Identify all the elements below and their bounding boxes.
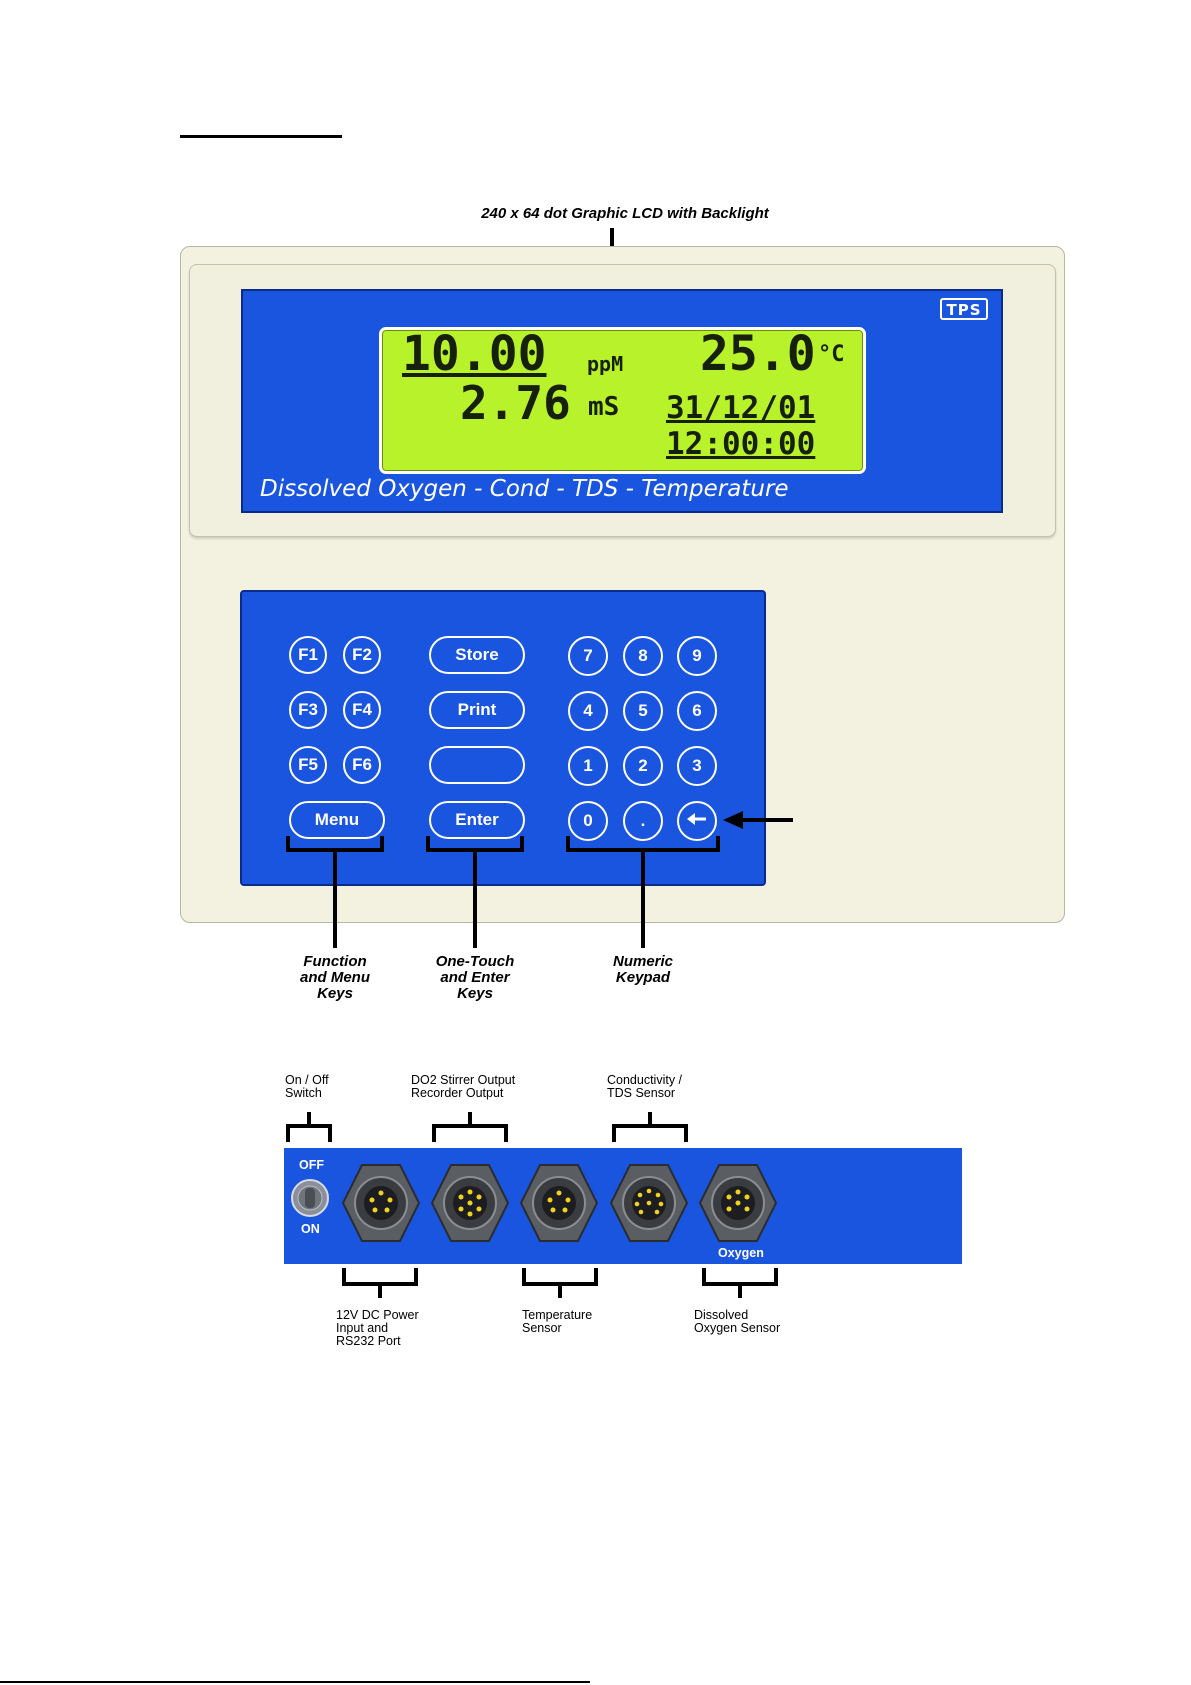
key-f6[interactable]: F6: [343, 746, 381, 784]
stirrer-recorder-connector[interactable]: [429, 1162, 511, 1244]
key-f4[interactable]: F4: [343, 691, 381, 729]
key-7[interactable]: 7: [568, 636, 608, 676]
rear-bottom-brackets: [284, 1268, 804, 1300]
rear-top-brackets: [284, 1110, 704, 1142]
backspace-pointer-arrow: [723, 810, 793, 830]
dissolved-oxygen-sensor-label: Dissolved Oxygen Sensor: [694, 1308, 781, 1335]
conductivity-tds-connector[interactable]: [608, 1162, 690, 1244]
lcd-time: 12:00:00: [666, 426, 816, 462]
on-off-switch-label: On / Off Switch: [285, 1073, 329, 1100]
backspace-key[interactable]: [677, 801, 717, 841]
key-f2[interactable]: F2: [343, 636, 381, 674]
lcd-do-value: 10.00: [402, 326, 547, 382]
lcd-screen: 10.00 ppM 25.0 °C 2.76 mS 31/12/01 12:00…: [379, 326, 866, 474]
conductivity-tds-label: Conductivity / TDS Sensor: [607, 1073, 683, 1100]
lcd-callout: 240 x 64 dot Graphic LCD with Backlight: [481, 205, 769, 222]
one-touch-enter-callout: One-Touch and Enter Keys: [435, 953, 515, 1002]
key-5[interactable]: 5: [623, 691, 663, 731]
footer-rule: [0, 1681, 590, 1683]
key-2[interactable]: 2: [623, 746, 663, 786]
key-9[interactable]: 9: [677, 636, 717, 676]
key-f3[interactable]: F3: [289, 691, 327, 729]
oxygen-port-label: Oxygen: [718, 1246, 764, 1260]
rear-connector-panel: OFF ON: [284, 1148, 962, 1264]
switch-off-label: OFF: [299, 1158, 324, 1172]
power-rs232-label: 12V DC Power Input and RS232 Port: [336, 1308, 419, 1348]
print-key[interactable]: Print: [429, 691, 525, 729]
power-rs232-connector[interactable]: [340, 1162, 422, 1244]
left-arrow-icon: [686, 811, 708, 831]
power-toggle-switch[interactable]: [290, 1178, 330, 1218]
numeric-keypad-callout: Numeric Keypad: [612, 953, 674, 986]
heading-underline: [180, 135, 342, 138]
keypad-panel: F1 F2 F3 F4 F5 F6 Menu Store Print Enter…: [240, 590, 766, 886]
key-decimal[interactable]: .: [623, 801, 663, 841]
key-6[interactable]: 6: [677, 691, 717, 731]
lcd-temperature: 25.0: [700, 326, 816, 382]
enter-key[interactable]: Enter: [429, 801, 525, 839]
stirrer-recorder-label: DO2 Stirrer Output Recorder Output: [411, 1073, 516, 1100]
key-group-brackets: [280, 836, 730, 948]
menu-key[interactable]: Menu: [289, 801, 385, 839]
key-3[interactable]: 3: [677, 746, 717, 786]
key-f1[interactable]: F1: [289, 636, 327, 674]
temperature-sensor-label: Temperature Sensor: [522, 1308, 593, 1335]
switch-on-label: ON: [301, 1222, 320, 1236]
brand-logo: TPS: [940, 298, 988, 320]
key-f5[interactable]: F5: [289, 746, 327, 784]
lcd-date: 31/12/01: [666, 390, 816, 426]
one-touch-key[interactable]: [429, 746, 525, 784]
function-menu-callout: Function and Menu Keys: [300, 953, 370, 1002]
lcd-temperature-unit: °C: [818, 342, 845, 367]
key-0[interactable]: 0: [568, 801, 608, 841]
lcd-conductivity-unit: mS: [588, 392, 620, 422]
lcd-conductivity: 2.76: [460, 376, 571, 430]
store-key[interactable]: Store: [429, 636, 525, 674]
key-1[interactable]: 1: [568, 746, 608, 786]
key-4[interactable]: 4: [568, 691, 608, 731]
dissolved-oxygen-connector[interactable]: [697, 1162, 779, 1244]
key-8[interactable]: 8: [623, 636, 663, 676]
temperature-connector[interactable]: [518, 1162, 600, 1244]
panel-caption: Dissolved Oxygen - Cond - TDS - Temperat…: [260, 476, 789, 502]
lcd-do-unit: ppM: [587, 352, 624, 376]
